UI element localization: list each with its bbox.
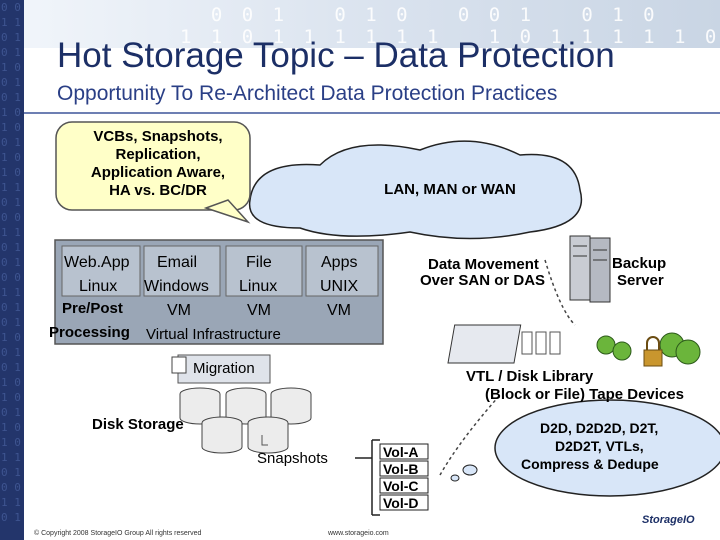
d2d-line1: D2D, D2D2D, D2T, [540,420,659,436]
vi-webapp: Web.App [64,254,130,271]
pre-post-label: Pre/Post [62,300,123,317]
d2d-line3: Compress & Dedupe [521,456,659,472]
footer-copyright: © Copyright 2008 StorageIO Group All rig… [34,530,202,537]
footer-website: www.storageio.com [328,530,389,537]
title-divider [24,112,720,114]
header-binary-band: 0 0 1 0 1 0 0 0 1 0 1 0 1 1 0 1 1 1 1 1 … [0,0,720,70]
volume-c: Vol-C [383,478,419,494]
callout-bubble [55,121,251,224]
tape-cartridge-icon [447,324,701,365]
vi-unix: UNIX [320,278,359,295]
vi-windows: Windows [144,278,209,295]
virtual-infrastructure-label: Virtual Infrastructure [146,326,281,343]
volume-b: Vol-B [383,461,419,477]
page-title: Hot Storage Topic – Data Protection [57,36,615,75]
callout-line: VCBs, Snapshots, [93,128,223,145]
migration-label: Migration [193,360,255,377]
vi-apps: Apps [321,254,358,271]
migration-box [171,354,271,384]
data-movement-line1: Data Movement [428,256,539,273]
vtl-line2: (Block or File) Tape Devices [485,386,684,403]
d2d-bubble [450,399,720,497]
vi-vm-2: VM [247,302,271,319]
storageio-logo: StorageIO [642,514,695,526]
disk-drive-icon [179,387,312,454]
vi-linux-1: Linux [79,278,118,295]
processing-label: Processing [49,324,130,341]
vi-email: Email [157,254,198,271]
virtual-infrastructure-panel [54,239,384,345]
binary-background: 0 0 1 0 1 0 0 0 1 0 1 0 1 1 0 1 1 1 1 1 … [180,4,720,70]
volume-link [439,394,501,476]
left-binary-band: 0 0 1 1 0 1 0 1 1 0 0 1 0 1 1 0 1 0 0 1 … [0,0,24,540]
page-subtitle: Opportunity To Re-Architect Data Protect… [57,82,558,105]
backup-server-line1: Backup [612,255,667,272]
callout-line: HA vs. BC/DR [109,182,207,199]
volume-d: Vol-D [383,495,419,511]
cloud-icon [248,140,583,240]
data-movement-line2: Over SAN or DAS [420,272,546,289]
vi-linux-2: Linux [239,278,278,295]
padlock-icon [643,336,663,367]
volume-a: Vol-A [383,444,419,460]
network-label: LAN, MAN or WAN [384,181,516,198]
vi-vm-1: VM [167,302,191,319]
left-binary-pattern: 0 0 1 1 0 1 0 1 1 0 0 1 0 1 1 0 1 0 0 1 … [1,1,21,524]
snapshots-label: Snapshots [257,450,328,467]
disk-storage-label: Disk Storage [92,416,184,433]
snapshot-connector [261,435,380,516]
callout-text: VCBs, Snapshots, Replication, Applicatio… [58,128,258,200]
d2d-line2: D2D2T, VTLs, [555,438,644,454]
vtl-line1: VTL / Disk Library [466,368,594,385]
callout-line: Application Aware, [90,164,226,181]
server-tower-icon [569,235,611,303]
vi-vm-3: VM [327,302,351,319]
vi-file: File [246,254,272,271]
data-movement-link [544,259,576,326]
backup-server-line2: Server [617,272,664,289]
volume-boxes [379,443,429,511]
callout-line: Replication, [115,146,201,163]
